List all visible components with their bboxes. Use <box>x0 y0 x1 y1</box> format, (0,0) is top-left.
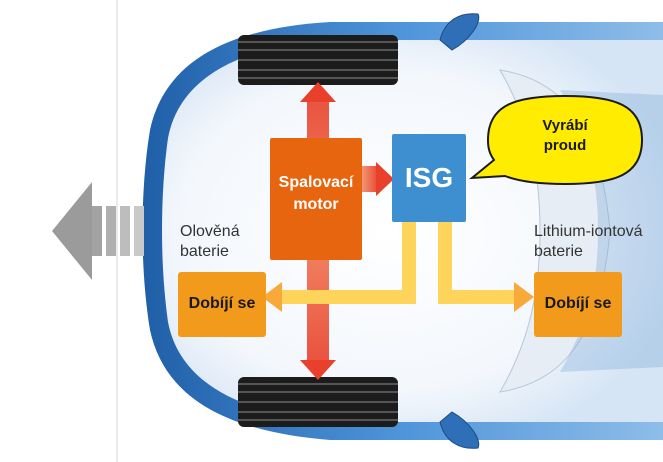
lead-battery-line2: baterie <box>180 243 229 260</box>
wheel-top <box>238 35 398 85</box>
engine-box <box>270 138 362 260</box>
mirror-top <box>439 13 480 51</box>
charge-left-label: Dobíjí se <box>188 295 256 312</box>
red-drive-arrow <box>360 162 394 196</box>
wheel-bottom <box>238 377 398 427</box>
speech-bubble <box>468 94 644 186</box>
bubble-label-line1: Vyrábí <box>542 117 588 134</box>
isg-box <box>392 134 466 222</box>
charge-box-left <box>178 272 266 337</box>
charge-right-label: Dobíjí se <box>544 295 612 312</box>
bubble-label-line2: proud <box>543 137 587 154</box>
engine-label-line1: Spalovací <box>278 174 354 191</box>
lead-battery-label: Olověná baterie <box>180 222 240 262</box>
lithium-battery-line1: Lithium-iontová <box>534 223 643 240</box>
bubble-label: Vyrábí proud <box>510 116 620 156</box>
exit-arrow <box>52 182 144 280</box>
mirror-bottom <box>439 411 480 449</box>
lithium-battery-line2: baterie <box>534 243 583 260</box>
engine-label: Spalovací motor <box>270 172 362 216</box>
isg-label: ISG <box>404 162 454 193</box>
yellow-flow <box>262 222 534 312</box>
lead-battery-line1: Olověná <box>180 223 240 240</box>
charge-box-right <box>534 272 622 337</box>
lithium-battery-label: Lithium-iontová baterie <box>534 222 643 262</box>
engine-label-line2: motor <box>293 196 339 213</box>
